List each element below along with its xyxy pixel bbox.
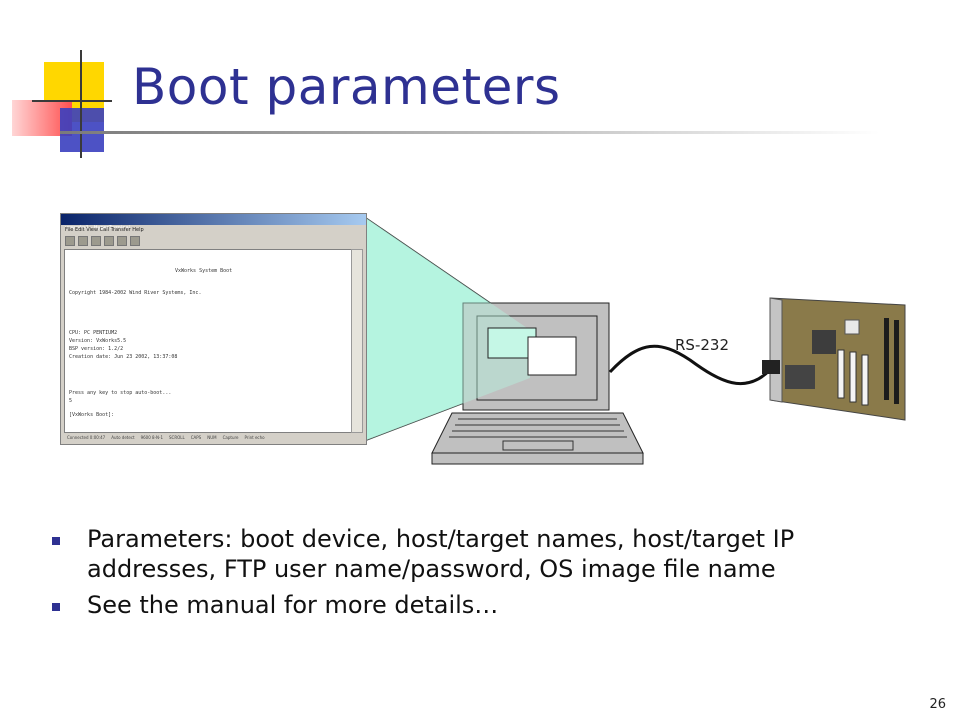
phone-icon <box>91 236 101 246</box>
laptop-front-edge <box>431 452 644 465</box>
chip <box>844 319 860 335</box>
status-caps: CAPS <box>190 435 202 440</box>
terminal-toolbar <box>61 235 366 247</box>
bullet-item: See the manual for more details… <box>50 590 920 620</box>
status-echo: Print echo <box>244 435 265 440</box>
status-detect: Auto detect <box>111 435 135 440</box>
cpu-socket <box>812 330 836 354</box>
serial-plug <box>762 360 780 374</box>
decor-vertical-line <box>80 50 82 158</box>
open-icon <box>78 236 88 246</box>
countdown-line: 5 <box>69 398 73 404</box>
terminal-statusbar: Connected 0:00:47 Auto detect 9600 8-N-1… <box>64 433 360 442</box>
version-line: Version: VxWorks5.5 <box>69 338 127 344</box>
disconnect-icon <box>104 236 114 246</box>
pci-slot <box>837 349 845 399</box>
memory-slot <box>884 318 889 400</box>
bullet-list: Parameters: boot device, host/target nam… <box>50 524 920 626</box>
cpu-line: CPU: PC PENTIUM2 <box>69 330 118 336</box>
bullet-marker <box>52 537 60 545</box>
new-icon <box>65 236 75 246</box>
title-underline <box>60 131 880 134</box>
page-title: Boot parameters <box>132 58 561 116</box>
terminal-menubar: File Edit View Call Transfer Help <box>65 227 144 233</box>
io-connectors <box>785 365 815 389</box>
decor-blue-square <box>60 108 104 152</box>
bullet-text: See the manual for more details… <box>87 591 499 619</box>
pci-slot <box>849 351 857 403</box>
terminal-screen: VxWorks System Boot Copyright 1984-2002 … <box>64 249 353 433</box>
bullet-text: Parameters: boot device, host/target nam… <box>87 525 795 583</box>
status-scroll: SCROLL <box>169 435 185 440</box>
status-capture: Capture <box>222 435 239 440</box>
bullet-item: Parameters: boot device, host/target nam… <box>50 524 920 584</box>
status-params: 9600 8-N-1 <box>140 435 164 440</box>
prompt-line: [VxWorks Boot]: <box>69 412 115 418</box>
touchpad <box>502 440 574 451</box>
hyperterminal-window: vxworks1 - HyperTerminal File Edit View … <box>60 213 367 445</box>
board-edge <box>769 297 783 403</box>
terminal-title: vxworks1 - HyperTerminal <box>65 225 130 231</box>
status-num: NUM <box>207 435 217 440</box>
rs232-label: RS-232 <box>675 336 729 354</box>
boot-title-line: VxWorks System Boot <box>175 268 233 274</box>
press-key-line: Press any key to stop auto-boot... <box>69 390 172 396</box>
page-number: 26 <box>929 697 946 712</box>
creation-line: Creation date: Jun 23 2002, 13:37:08 <box>69 354 178 360</box>
copyright-line: Copyright 1984-2002 Wind River Systems, … <box>69 290 202 296</box>
terminal-scrollbar <box>351 249 363 433</box>
decor-horizontal-line <box>32 100 112 102</box>
send-icon <box>117 236 127 246</box>
memory-slot <box>894 320 899 404</box>
status-connected: Connected 0:00:47 <box>67 435 106 440</box>
properties-icon <box>130 236 140 246</box>
bsp-line: BSP version: 1.2/2 <box>69 346 124 352</box>
terminal-titlebar: vxworks1 - HyperTerminal <box>61 214 366 231</box>
projection-overlay <box>362 215 530 442</box>
pci-slot <box>861 354 869 406</box>
small-window-front <box>527 336 577 376</box>
rs232-cable <box>608 344 772 386</box>
bullet-marker <box>52 603 60 611</box>
